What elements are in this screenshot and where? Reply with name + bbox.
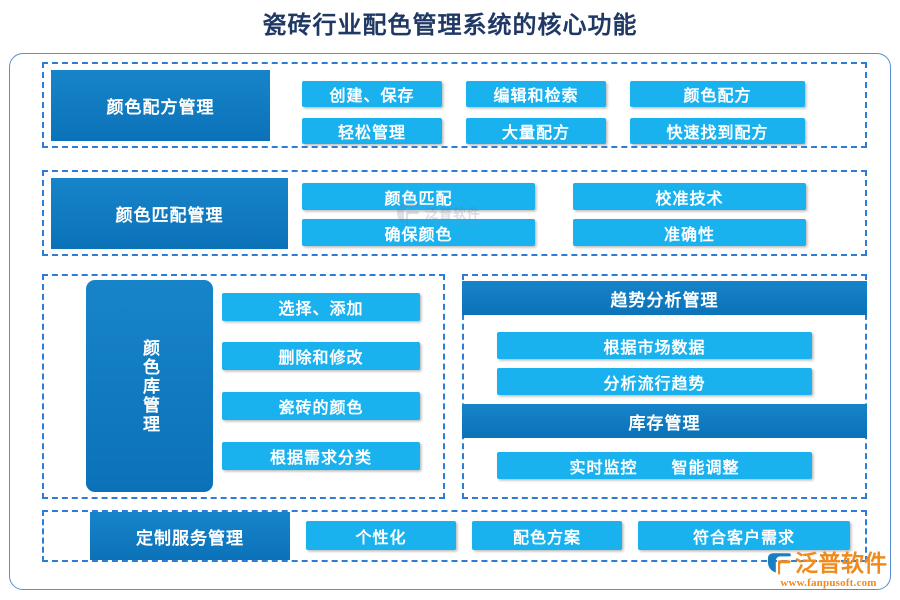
header-color-library-management[interactable]: 颜色库管理 xyxy=(86,280,213,492)
pill-calibration-tech[interactable]: 校准技术 xyxy=(573,183,806,210)
header-custom-service-management[interactable]: 定制服务管理 xyxy=(90,512,290,560)
pill-meet-customer-needs[interactable]: 符合客户需求 xyxy=(638,521,850,550)
pill-realtime-monitor-smart-adjust[interactable]: 实时监控 智能调整 xyxy=(497,452,812,479)
page-title: 瓷砖行业配色管理系统的核心功能 xyxy=(262,12,638,39)
pill-personalized[interactable]: 个性化 xyxy=(306,521,456,550)
pill-many-recipes[interactable]: 大量配方 xyxy=(466,118,606,144)
pill-delete-modify[interactable]: 删除和修改 xyxy=(222,342,420,370)
pill-select-add[interactable]: 选择、添加 xyxy=(222,293,420,321)
header-color-recipe-management[interactable]: 颜色配方管理 xyxy=(51,70,270,141)
pill-color-matching[interactable]: 颜色匹配 xyxy=(302,183,535,210)
pill-ensure-color[interactable]: 确保颜色 xyxy=(302,219,535,246)
pill-easy-management[interactable]: 轻松管理 xyxy=(302,118,442,144)
pill-edit-search[interactable]: 编辑和检索 xyxy=(466,81,606,107)
pill-color-scheme[interactable]: 配色方案 xyxy=(472,521,622,550)
pill-find-recipe-fast[interactable]: 快速找到配方 xyxy=(630,118,805,144)
pill-accuracy[interactable]: 准确性 xyxy=(573,219,806,246)
pill-analyze-trend[interactable]: 分析流行趋势 xyxy=(497,368,812,395)
header-trend-analysis-management[interactable]: 趋势分析管理 xyxy=(462,281,867,315)
header-color-matching-management[interactable]: 颜色匹配管理 xyxy=(51,178,288,249)
pill-color-recipe[interactable]: 颜色配方 xyxy=(630,81,805,107)
pill-tile-color[interactable]: 瓷砖的颜色 xyxy=(222,392,420,420)
pill-classify-by-need[interactable]: 根据需求分类 xyxy=(222,442,420,470)
pill-market-data[interactable]: 根据市场数据 xyxy=(497,332,812,359)
header-inventory-management[interactable]: 库存管理 xyxy=(462,404,867,438)
pill-create-save[interactable]: 创建、保存 xyxy=(302,81,442,107)
